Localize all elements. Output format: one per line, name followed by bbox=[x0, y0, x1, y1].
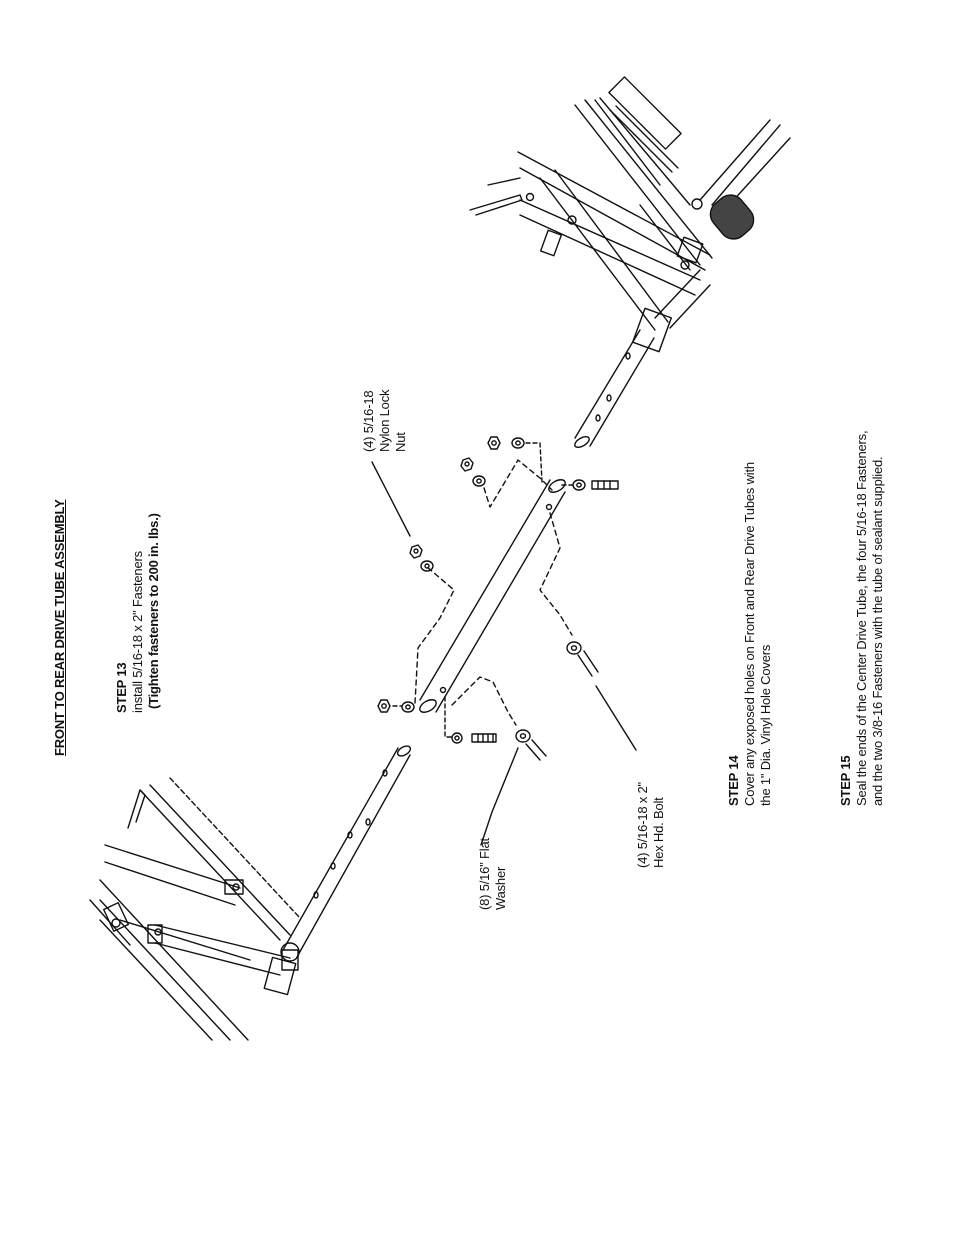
center-drive-tube bbox=[419, 479, 566, 713]
step-15: STEP 15 Seal the ends of the Center Driv… bbox=[838, 431, 886, 806]
callout-nut-line-2: Nylon Lock bbox=[377, 389, 392, 452]
rear-drive-tube bbox=[574, 329, 655, 448]
hardware-left bbox=[377, 544, 547, 761]
callout-bolt-line-2: Hex Hd. Bolt bbox=[651, 797, 666, 868]
leader-lines bbox=[371, 461, 637, 846]
front-frame bbox=[89, 777, 301, 1041]
callout-flat-washer: (8) 5/16" Flat Washer bbox=[477, 838, 509, 910]
callout-bolt-line-1: (4) 5/16-18 x 2" bbox=[635, 782, 650, 868]
step-13-line-2: (Tighten fasteners to 200 in. lbs.) bbox=[146, 513, 161, 709]
step-14: STEP 14 Cover any exposed holes on Front… bbox=[726, 462, 774, 806]
callout-nut-line-1: (4) 5/16-18 bbox=[361, 390, 376, 452]
callout-washer-line-2: Washer bbox=[493, 866, 508, 910]
step-15-line-1: Seal the ends of the Center Drive Tube, … bbox=[854, 430, 869, 806]
step-14-heading: STEP 14 bbox=[726, 755, 741, 806]
front-drive-tube bbox=[280, 745, 412, 962]
step-15-heading: STEP 15 bbox=[838, 755, 853, 806]
step-14-line-1: Cover any exposed holes on Front and Rea… bbox=[742, 462, 757, 806]
callout-nylon-lock-nut: (4) 5/16-18 Nylon Lock Nut bbox=[361, 390, 409, 452]
hardware-right bbox=[460, 436, 619, 677]
rear-frame bbox=[469, 76, 791, 353]
step-13: STEP 13 install 5/16-18 x 2" Fasteners (… bbox=[114, 513, 162, 713]
callout-nut-line-3: Nut bbox=[393, 432, 408, 452]
step-13-heading: STEP 13 bbox=[114, 662, 129, 713]
step-14-line-2: the 1" Dia. Vinyl Hole Covers bbox=[758, 644, 773, 806]
step-13-line-1: install 5/16-18 x 2" Fasteners bbox=[130, 551, 145, 713]
page-title: FRONT TO REAR DRIVE TUBE ASSEMBLY bbox=[52, 499, 67, 756]
step-15-line-2: and the two 3/8-16 Fasteners with the tu… bbox=[870, 456, 885, 806]
callout-hex-bolt: (4) 5/16-18 x 2" Hex Hd. Bolt bbox=[635, 782, 667, 868]
callout-washer-line-1: (8) 5/16" Flat bbox=[477, 838, 492, 910]
